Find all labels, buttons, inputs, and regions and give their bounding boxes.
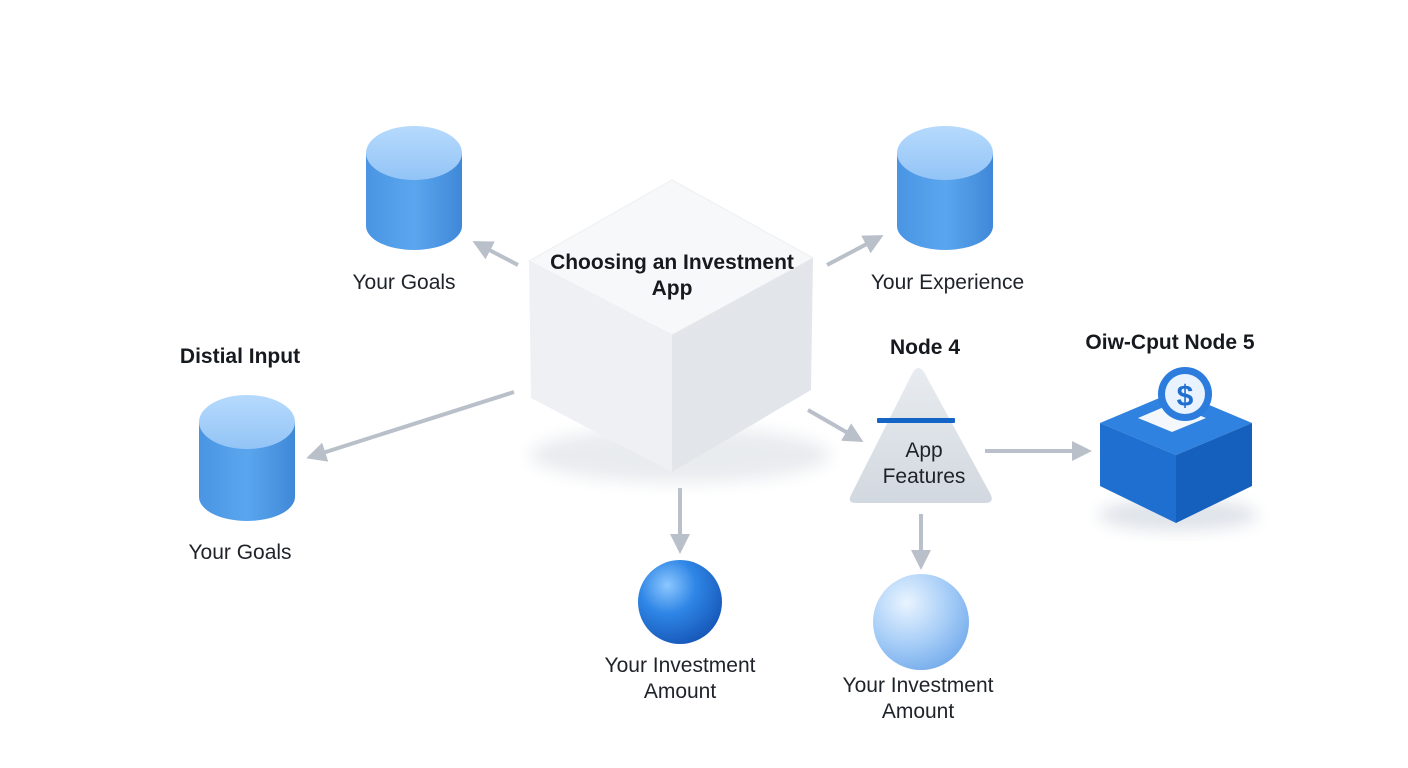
cylinder-goals-left-lid: [199, 395, 295, 449]
sphere-amount-left: [638, 560, 722, 644]
amount-left-line2: Amount: [643, 680, 717, 704]
center-title-line1: Choosing an Investment: [550, 251, 794, 274]
cylinder-goals-top-lid: [366, 126, 462, 180]
cylinder-experience: [897, 126, 993, 250]
cylinder-experience-lid: [897, 126, 993, 180]
node5-slot-card: [1138, 404, 1206, 432]
arrow-to-experience: [826, 235, 884, 267]
arrow-to-goals-left: [306, 390, 515, 462]
app-features-line1: App: [905, 439, 943, 462]
amount-right-line1: Your Investment: [842, 674, 994, 697]
arrow-to-goals-top: [472, 241, 519, 267]
triangle-app-features: [849, 368, 992, 503]
amount-right-line2: Amount: [881, 700, 955, 724]
label-app-features: App Features: [860, 438, 988, 491]
label-distial-input: Distial Input: [179, 345, 301, 368]
app-features-line2: Features: [882, 465, 966, 489]
dollar-coin-icon: $: [1158, 367, 1212, 421]
cylinder-goals-top-body: [366, 153, 462, 250]
triangle-bar: [877, 418, 955, 423]
node5-box-right-face: [1176, 423, 1252, 523]
center-cube-right-face: [672, 258, 813, 472]
label-amount-right: Your Investment Amount: [818, 673, 1018, 726]
label-node4: Node 4: [889, 336, 960, 359]
triangle-body: [849, 368, 992, 503]
label-node5: Oiw-Cput Node 5: [1085, 331, 1255, 354]
node5-box: [1100, 391, 1252, 523]
cylinder-goals-top: [366, 126, 462, 250]
amount-left-line1: Your Investment: [604, 654, 756, 677]
label-amount-left: Your Investment Amount: [580, 653, 780, 706]
label-experience: Your Experience: [870, 271, 1025, 294]
cylinder-goals-left: [199, 395, 295, 521]
center-cube: [527, 179, 815, 472]
center-node-title: Choosing an Investment App: [527, 250, 817, 303]
coin-inner: [1165, 374, 1205, 414]
dollar-symbol: $: [1177, 380, 1194, 413]
connector-arrows: [306, 235, 1092, 570]
cylinder-goals-left-body: [199, 422, 295, 521]
arrow-to-app-features: [807, 408, 864, 442]
center-title-line2: App: [651, 277, 693, 301]
label-goals-left: Your Goals: [188, 541, 292, 564]
cylinder-experience-body: [897, 153, 993, 250]
label-goals-top: Your Goals: [352, 271, 456, 294]
node5-box-left-face: [1100, 423, 1176, 523]
sphere-amount-right: [873, 574, 969, 670]
center-cube-left-face: [529, 261, 672, 472]
